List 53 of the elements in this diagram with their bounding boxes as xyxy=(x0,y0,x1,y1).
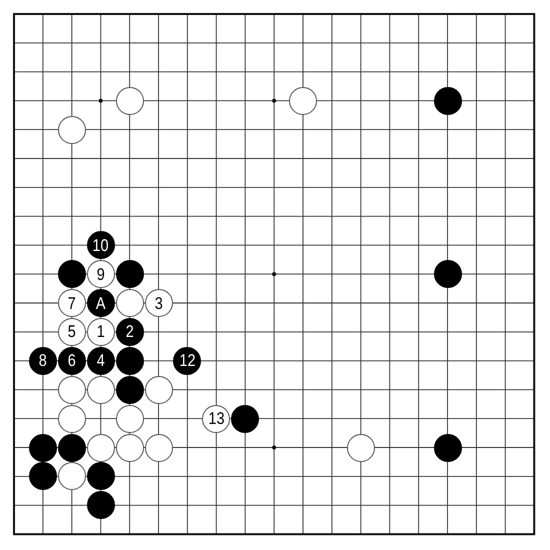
dark-go-stone xyxy=(28,346,57,375)
dark-go-stone xyxy=(28,434,57,462)
light-go-stone xyxy=(346,434,375,462)
dark-go-stone xyxy=(116,318,144,346)
move-number: A xyxy=(96,294,106,312)
move-number: 5 xyxy=(68,323,76,340)
dark-go-stone xyxy=(116,346,144,375)
dark-go-stone xyxy=(86,231,115,260)
light-go-stone xyxy=(86,260,115,288)
move-number: 10 xyxy=(92,236,109,254)
light-go-stone xyxy=(116,289,144,317)
dark-go-stone xyxy=(28,462,57,490)
light-go-stone xyxy=(144,289,172,317)
dark-go-stone xyxy=(58,260,86,288)
move-number: 4 xyxy=(96,352,105,370)
light-go-stone xyxy=(116,434,144,462)
move-number: 13 xyxy=(208,410,224,428)
light-go-stone xyxy=(289,86,317,115)
move-number: 7 xyxy=(68,294,76,312)
dark-go-stone xyxy=(434,260,462,288)
move-number: 3 xyxy=(154,294,163,312)
dark-go-stone xyxy=(434,434,462,462)
light-go-stone xyxy=(86,376,115,404)
light-go-stone xyxy=(86,318,115,346)
light-go-stone xyxy=(202,404,230,433)
dark-go-stone xyxy=(86,462,115,490)
move-number: 2 xyxy=(126,323,134,340)
move-number: 9 xyxy=(96,266,105,283)
light-go-stone xyxy=(58,376,86,404)
light-go-stone xyxy=(58,462,86,490)
dark-go-stone xyxy=(86,346,115,375)
move-number: 12 xyxy=(179,352,196,370)
dark-go-stone xyxy=(116,376,144,404)
dark-go-stone xyxy=(86,491,115,520)
move-number: 1 xyxy=(96,323,105,340)
dark-go-stone xyxy=(231,404,260,433)
light-go-stone xyxy=(58,116,86,144)
light-go-stone xyxy=(144,376,172,404)
light-go-stone xyxy=(144,434,172,462)
dark-go-stone xyxy=(58,434,86,462)
move-number: 8 xyxy=(38,352,47,370)
move-number: 6 xyxy=(68,352,76,370)
dark-go-stone xyxy=(173,346,202,375)
light-go-stone xyxy=(116,404,144,433)
light-go-stone xyxy=(58,318,86,346)
dark-go-stone xyxy=(86,289,115,317)
light-go-stone xyxy=(86,434,115,462)
dark-go-stone xyxy=(116,260,144,288)
light-go-stone xyxy=(58,404,86,433)
light-go-stone xyxy=(58,289,86,317)
light-go-stone xyxy=(116,86,144,115)
dark-go-stone xyxy=(58,346,86,375)
dark-go-stone xyxy=(434,86,462,115)
